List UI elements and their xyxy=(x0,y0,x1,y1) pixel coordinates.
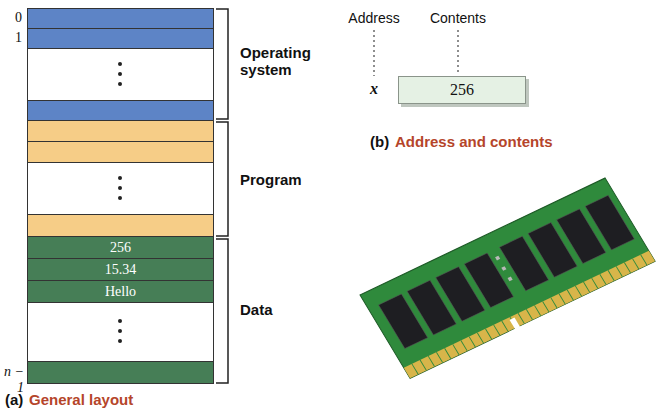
text: Hello xyxy=(105,284,136,300)
bracket xyxy=(216,9,228,383)
data-cell: 15.34 xyxy=(27,258,214,281)
data-cell: 256 xyxy=(27,236,214,259)
text: 256 xyxy=(110,240,131,256)
section-label: Program xyxy=(240,171,340,188)
column-heading: Address xyxy=(334,10,414,26)
data-cell: Hello xyxy=(27,280,214,303)
caption-text: Address and contents xyxy=(395,133,553,150)
empty-cell xyxy=(28,49,214,101)
section-label: Data xyxy=(240,301,340,318)
caption-text: General layout xyxy=(29,391,133,408)
leader-line xyxy=(374,30,458,76)
address-variable: x xyxy=(364,80,384,98)
data-cell xyxy=(28,362,214,384)
section-label: Operating system xyxy=(240,44,330,79)
memory-cell: 256 xyxy=(398,76,526,104)
empty-cell xyxy=(28,303,214,362)
caption-letter: (a) xyxy=(5,391,23,408)
column-heading: Contents xyxy=(418,10,498,26)
text: 256 xyxy=(450,81,474,99)
ram-module xyxy=(360,178,656,379)
caption-letter: (b) xyxy=(370,133,389,150)
os-cell xyxy=(28,101,214,121)
address-number: 1 xyxy=(0,30,22,46)
program-cell xyxy=(28,142,214,163)
os-cell xyxy=(28,29,214,49)
program-cell xyxy=(28,121,214,142)
text: 15.34 xyxy=(105,262,137,278)
program-cell xyxy=(28,215,214,237)
address-number: 0 xyxy=(0,10,22,26)
os-cell xyxy=(28,9,214,29)
empty-cell xyxy=(28,163,214,215)
